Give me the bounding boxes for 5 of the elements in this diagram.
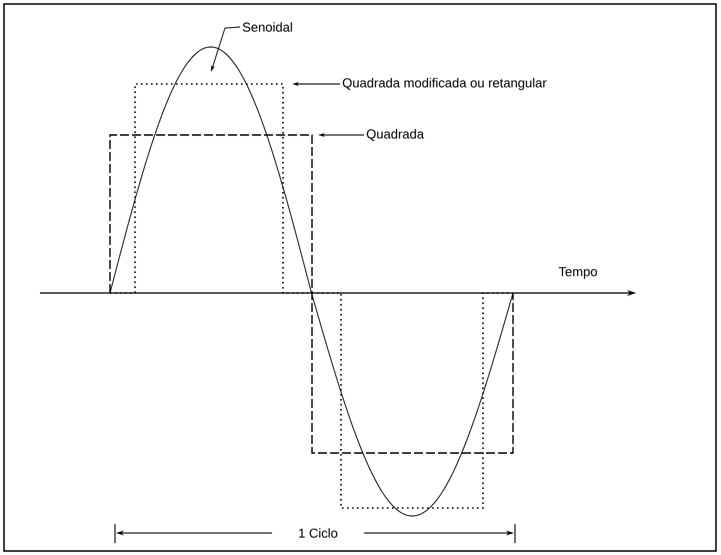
axis-label: Tempo (558, 267, 597, 279)
dimension-label: 1 Ciclo (299, 528, 338, 538)
wave-label: Senoidal (242, 22, 292, 32)
wave-label: Quadrada modificada ou retangular (342, 78, 546, 90)
wave-label: Quadrada (366, 129, 424, 141)
